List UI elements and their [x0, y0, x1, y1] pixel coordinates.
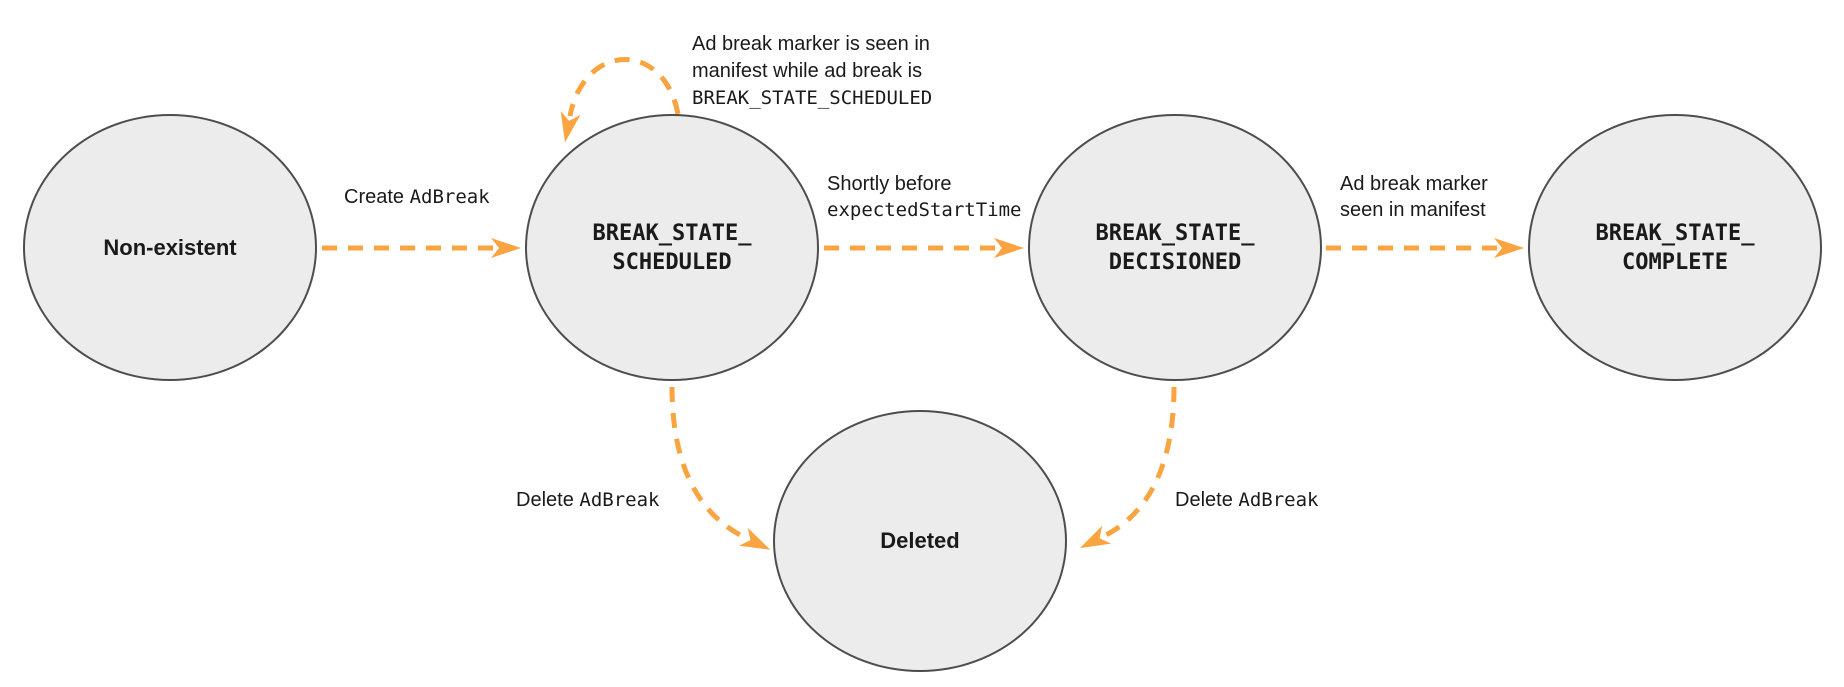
edge-label-text: Create	[344, 186, 410, 208]
edge-label-line: Ad break marker is seen in	[692, 33, 930, 55]
state-break-state-scheduled: BREAK_STATE_ SCHEDULED	[525, 114, 819, 381]
state-label: Non-existent	[103, 234, 237, 260]
edge-label-line: manifest while ad break is	[692, 60, 923, 82]
state-deleted: Deleted	[773, 410, 1067, 672]
edge-label-line-mono: BREAK_STATE_SCHEDULED	[692, 87, 933, 109]
state-label-line1: BREAK_STATE_	[592, 220, 752, 246]
edge-label-create-adbreak: Create AdBreak	[344, 184, 490, 210]
state-label: Deleted	[880, 528, 960, 553]
state-label-line2: DECISIONED	[1108, 249, 1242, 275]
edge-label-shortly-before: Shortly before expectedStartTime	[827, 171, 1021, 223]
state-label-line1: BREAK_STATE_	[1595, 220, 1755, 246]
edge-label-self-loop: Ad break marker is seen in manifest whil…	[692, 31, 932, 112]
edge-label-line: Shortly before	[827, 173, 952, 195]
state-label-line2: SCHEDULED	[612, 249, 732, 275]
state-non-existent: Non-existent	[23, 114, 317, 381]
edge-label-text: Delete	[1175, 489, 1239, 511]
state-break-state-complete: BREAK_STATE_ COMPLETE	[1528, 114, 1822, 381]
edge-label-line-mono: expectedStartTime	[827, 199, 1022, 221]
arrow-delete-adbreak-from-decisioned	[1079, 386, 1177, 549]
edge-label-line: seen in manifest	[1340, 199, 1486, 221]
edge-label-text-mono: AdBreak	[409, 186, 490, 208]
arrow-self-loop-scheduled	[560, 57, 681, 143]
edge-label-text-mono: AdBreak	[579, 489, 660, 511]
edge-label-text-mono: AdBreak	[1238, 489, 1319, 511]
state-break-state-decisioned: BREAK_STATE_ DECISIONED	[1028, 114, 1322, 381]
edge-label-delete-adbreak-right: Delete AdBreak	[1175, 487, 1318, 513]
edge-label-delete-adbreak-left: Delete AdBreak	[516, 487, 659, 513]
edge-label-line: Ad break marker	[1340, 173, 1488, 195]
edge-label-marker-seen: Ad break marker seen in manifest	[1340, 171, 1488, 223]
edge-label-text: Delete	[516, 489, 580, 511]
state-label-line1: BREAK_STATE_	[1095, 220, 1255, 246]
state-label-line2: COMPLETE	[1622, 249, 1728, 275]
arrow-delete-adbreak-from-scheduled	[669, 386, 771, 550]
